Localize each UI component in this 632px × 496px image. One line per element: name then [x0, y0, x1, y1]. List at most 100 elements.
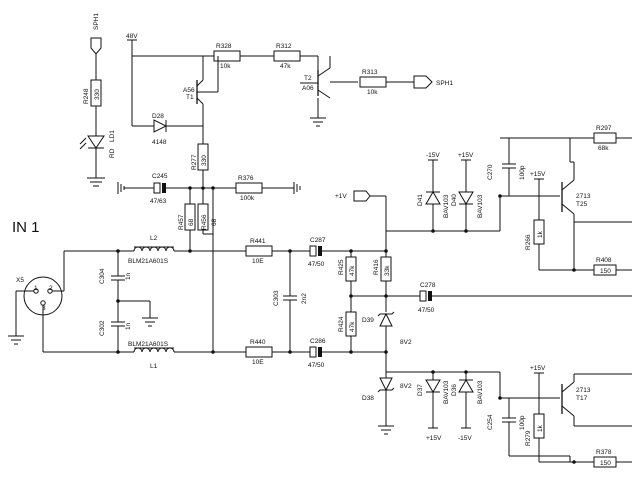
label-capacitors-6-value: 1n	[125, 322, 132, 330]
label-sph1-left: SPH1	[93, 13, 100, 30]
label-diodes-1-ref: LD1	[109, 130, 116, 142]
label-resistors-2-ref: R312	[276, 43, 292, 50]
zener-diode-d38	[379, 377, 393, 392]
label-diodes-7-value: 8V2	[400, 383, 412, 390]
label-inductors-1-value: BLM21A601S	[128, 341, 169, 348]
label-transistors-3-ref: T17	[576, 395, 588, 402]
label-diodes-6-ref: D39	[362, 317, 374, 324]
label-nets-plus15v: +15V	[530, 171, 546, 178]
label-resistors-16-value: 1k	[537, 424, 544, 432]
label-resistors-0-ref: R248	[83, 88, 90, 104]
label-diodes-0-value: 4148	[152, 139, 167, 146]
inductor-l2	[133, 246, 175, 252]
label-transistors-2-ref: T25	[576, 201, 588, 208]
sph1-output-flag	[413, 75, 433, 89]
label-transistors-1-part: A06	[302, 85, 314, 92]
label-capacitors-7-value: 100p	[519, 165, 526, 180]
label-nets-plus15v: +15V	[426, 435, 442, 442]
label-capacitors-5-value: 1n	[125, 272, 132, 280]
label-nets-sph1: SPH1	[436, 80, 453, 87]
label-pins-2: 3	[42, 305, 46, 312]
diode-d40	[458, 191, 474, 205]
label-transistors-0-ref: T1	[186, 94, 194, 101]
label-capacitors-4-ref: C303	[273, 290, 280, 306]
label-diodes-2-ref: D41	[417, 194, 424, 206]
label-resistors-5-ref: R376	[238, 175, 254, 182]
label-capacitors-8-ref: C254	[487, 414, 494, 430]
label-resistors-7-value: 68	[211, 218, 218, 226]
label-capacitors-2-value: 47/50	[308, 362, 325, 369]
label-resistors-8-value: 10E	[252, 258, 264, 265]
label-connector: X5	[16, 277, 24, 284]
resistor-r312	[273, 50, 301, 62]
label-resistors-2-value: 47k	[280, 63, 291, 70]
label-capacitors-1-ref: C287	[310, 237, 326, 244]
label-transistors-3-part: 2713	[576, 387, 591, 394]
label-resistors-1-value: 10k	[220, 63, 231, 70]
label-resistors-15-ref: R408	[596, 257, 612, 264]
label-capacitors-6-ref: C302	[99, 320, 106, 336]
label-transistors-2-part: 2713	[576, 193, 591, 200]
label-resistors-7-ref: R456	[201, 214, 208, 230]
label-inductors-1-ref: L1	[150, 363, 158, 370]
label-resistors-12-ref: R416	[373, 259, 380, 275]
led-ld1	[87, 135, 105, 149]
label-pins-1: 2	[49, 285, 53, 292]
label-transistors-1-ref: T2	[304, 75, 312, 82]
label-resistors-9-ref: R440	[250, 339, 266, 346]
diode-d36	[458, 379, 474, 393]
label-resistors-1-ref: R328	[216, 43, 232, 50]
label-transistors-0-part: A56	[183, 87, 195, 94]
zener-diode-d39	[379, 312, 393, 327]
label-pins-0: 1	[34, 285, 38, 292]
label-capacitors-4-value: 2n2	[301, 293, 308, 304]
label-diodes-4-ref: D37	[417, 384, 424, 396]
diode-d37	[425, 379, 441, 393]
diode-d41	[425, 191, 441, 205]
label-capacitors-2-ref: C286	[310, 338, 326, 345]
label-48v: 48V	[126, 33, 138, 40]
capacitor-c287	[318, 246, 322, 256]
label-resistors-4-value: 330	[201, 155, 208, 166]
label-resistors-14-value: 1k	[537, 230, 544, 238]
label-resistors-16-ref: R279	[525, 430, 532, 446]
label-resistors-3-value: 10k	[367, 89, 378, 96]
label-diodes-6-value: 8V2	[400, 339, 412, 346]
label-resistors-15-value: 150	[600, 268, 611, 275]
label-capacitors-3-ref: C278	[420, 282, 436, 289]
label-capacitors-0-value: 47/63	[150, 198, 167, 205]
label-resistors-13-value: 68k	[598, 145, 609, 152]
label-diodes-1-value: RD	[109, 148, 116, 158]
capacitor-c286	[318, 347, 322, 357]
label-inductors-0-ref: L2	[150, 235, 158, 242]
capacitor-c278	[428, 291, 432, 301]
label-resistors-17-ref: R378	[596, 449, 612, 456]
label-resistors-5-value: 100k	[240, 195, 255, 202]
label-capacitors-8-value: 100p	[519, 415, 526, 430]
label-capacitors-1-value: 47/50	[308, 261, 325, 268]
resistor-r376	[235, 182, 263, 194]
label-diodes-3-ref: D40	[451, 194, 458, 206]
label-capacitors-0-ref: C245	[152, 173, 168, 180]
plus1v-flag	[353, 190, 371, 202]
label-capacitors-7-ref: C270	[487, 164, 494, 180]
label-capacitors-5-ref: C304	[99, 268, 106, 284]
label-diodes-5-ref: D36	[451, 384, 458, 396]
resistor-r441	[245, 245, 273, 257]
label-diodes-3-value: BAV103	[477, 194, 484, 218]
capacitor-c245	[162, 183, 166, 193]
label-resistors-11-value: 47k	[349, 321, 356, 332]
diode-d28	[153, 119, 168, 133]
label-resistors-8-ref: R441	[250, 238, 266, 245]
label-nets-minus15v: -15V	[426, 152, 440, 159]
label-resistors-10-ref: R425	[338, 259, 345, 275]
label-nets-plus15v: +15V	[530, 365, 546, 372]
label-resistors-6-ref: R457	[178, 214, 185, 230]
resistor-r297	[593, 132, 617, 144]
sph1-input-flag	[90, 37, 102, 55]
label-diodes-5-value: BAV103	[477, 380, 484, 404]
label-nets-plus15v: +15V	[458, 152, 474, 159]
label-inductors-0-value: BLM21A601S	[128, 258, 169, 265]
resistor-r313	[359, 76, 387, 88]
